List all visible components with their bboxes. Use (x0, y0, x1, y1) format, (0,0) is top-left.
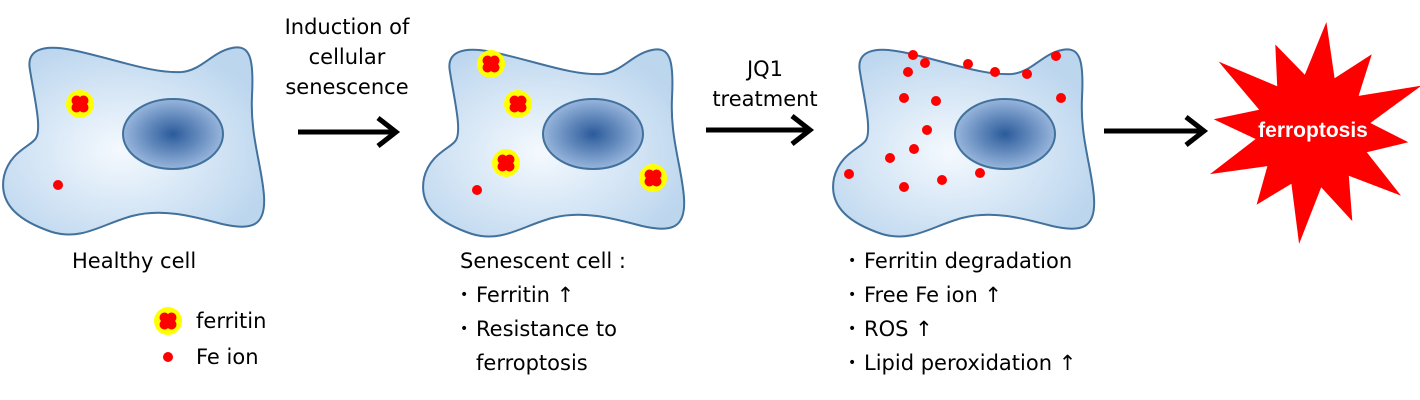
fe-ion-particle (909, 144, 919, 154)
bullet-icon: • (848, 253, 857, 269)
bullet-icon: • (848, 321, 857, 337)
fe-ion-icon (163, 352, 173, 362)
arrow-label-line: treatment (712, 87, 818, 111)
bullet-text: Ferritin ↑ (476, 283, 575, 307)
bullet-text: Resistance to (476, 317, 617, 341)
bullet-text: ROS ↑ (864, 317, 933, 341)
arrow-induction (298, 116, 401, 148)
arrow-jq1 (706, 114, 815, 146)
jq1-bullets: • Ferritin degradation • Free Fe ion ↑ • RO… (848, 244, 1076, 380)
bullet-item: • Ferritin degradation (848, 244, 1076, 278)
fe-ion-particle (899, 182, 909, 192)
ferritin-particle (477, 50, 505, 78)
ferritin-particle (492, 149, 520, 177)
fe-ion-particle (53, 180, 63, 190)
bullet-icon: • (460, 287, 469, 303)
senescent-cell-description: Senescent cell : • Ferritin ↑ • Resistance… (460, 244, 626, 380)
senescent-cell (422, 48, 686, 238)
bullet-text: Lipid peroxidation ↑ (864, 351, 1077, 375)
fe-ion-particle (1051, 51, 1061, 61)
ferritin-particle (504, 90, 532, 118)
healthy-cell (2, 46, 266, 236)
arrow-label-line: Induction of (284, 15, 410, 39)
bullet-item: • Resistance to (460, 312, 626, 346)
nucleus (122, 98, 224, 170)
fe-ion-particle (931, 96, 941, 106)
bullet-icon: • (848, 287, 857, 303)
bullet-text: Free Fe ion ↑ (864, 283, 1003, 307)
arrow-label-line: cellular (308, 45, 386, 69)
senescent-cell-caption: Senescent cell : (460, 249, 626, 273)
bullet-item: • ROS ↑ (848, 312, 1076, 346)
arrow-label-induction: Induction of cellular senescence (262, 12, 432, 102)
arrow-label-line: JQ1 (746, 57, 784, 81)
bullet-item: • Free Fe ion ↑ (848, 278, 1076, 312)
fe-ion-particle (472, 185, 482, 195)
nucleus (954, 98, 1056, 170)
jq1-effects-description: • Ferritin degradation • Free Fe ion ↑ • RO… (848, 244, 1076, 380)
fe-ion-particle (1056, 93, 1066, 103)
fe-ion-particle (922, 125, 932, 135)
bullet-icon: • (460, 321, 469, 337)
nucleus (542, 98, 644, 170)
ferritin-particle (66, 90, 94, 118)
fe-ion-particle (1022, 69, 1032, 79)
fe-ion-particle (937, 175, 947, 185)
bullet-icon: • (848, 355, 857, 371)
fe-ion-particle (975, 168, 985, 178)
ferritin-particle (639, 164, 667, 192)
ferritin-icon (154, 307, 182, 335)
jq1-treated-cell (832, 48, 1096, 238)
bullet-continuation: ferroptosis (476, 351, 588, 375)
legend-label: Fe ion (196, 345, 259, 369)
arrow-label-jq1: JQ1 treatment (700, 54, 830, 114)
senescent-bullets: • Ferritin ↑ • Resistance to (460, 278, 626, 346)
arrow-label-line: senescence (285, 75, 409, 99)
bullet-item: • Lipid peroxidation ↑ (848, 346, 1076, 380)
fe-ion-particle (885, 153, 895, 163)
fe-ion-particle (990, 67, 1000, 77)
fe-ion-particle (920, 58, 930, 68)
fe-ion-particle (908, 50, 918, 60)
fe-ion-particle (844, 169, 854, 179)
legend-label: ferritin (196, 309, 267, 333)
explosion-burst-icon: ferroptosis (1210, 22, 1420, 244)
fe-ion-particle (899, 93, 909, 103)
bullet-text: Ferritin degradation (864, 249, 1073, 273)
ferroptosis-label: ferroptosis (1258, 119, 1368, 142)
bullet-item: • Ferritin ↑ (460, 278, 626, 312)
arrow-to-ferroptosis (1104, 115, 1209, 147)
fe-ion-particle (963, 59, 973, 69)
healthy-cell-caption: Healthy cell (72, 249, 197, 273)
fe-ion-particle (903, 67, 913, 77)
